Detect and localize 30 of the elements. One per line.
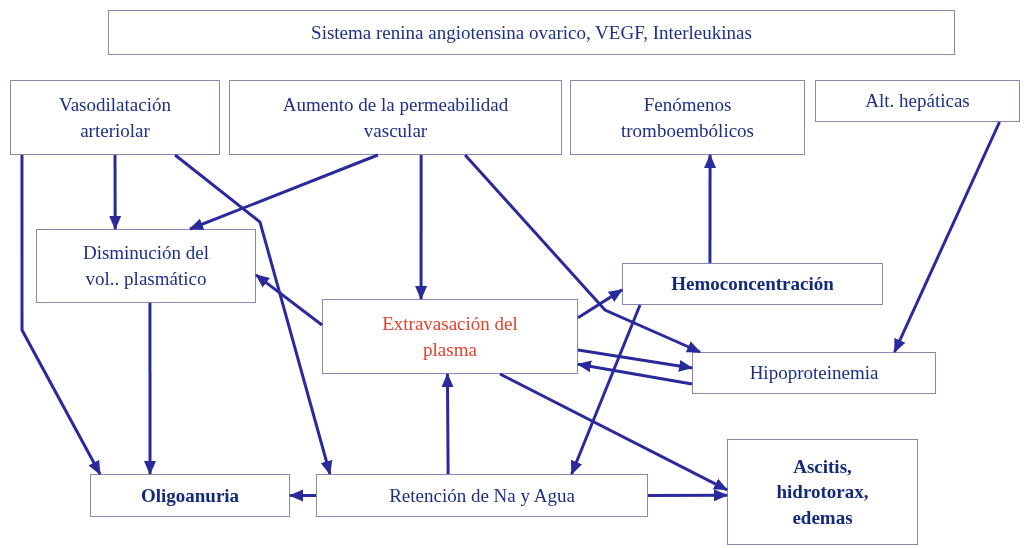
process-box: Oligoanuria [90,474,290,517]
arrow [415,155,428,300]
arrow [189,153,379,231]
process-box: Extravasación del plasma [322,299,578,374]
process-box: Hipoproteinemia [692,352,936,394]
arrow [648,489,728,502]
process-box: Hemoconcentración [622,263,883,305]
process-box: Vasodilatación arteriolar [10,80,220,155]
process-box: Alt. hepáticas [815,80,1020,122]
arrow [289,489,316,502]
arrow [20,155,102,475]
header-box: Sistema renina angiotensina ovarico, VEGF, Interleukinas [108,10,955,55]
arrow [893,121,1001,353]
arrow [577,288,623,319]
arrow [464,154,701,354]
process-box: Ascitis, hidrotorax, edemas [727,439,918,545]
arrow [109,155,122,230]
arrow [144,303,156,475]
arrow [255,273,323,327]
arrow [577,360,693,386]
arrow [577,348,693,372]
process-box: Fenómenos tromboembólicos [570,80,805,155]
arrow [174,153,333,475]
arrow [499,372,728,492]
process-box: Retención de Na y Agua [316,474,648,517]
arrow [570,304,642,475]
arrow [704,154,717,263]
process-box: Aumento de la permeabilidad vascular [229,80,562,155]
process-box: Disminución del vol.. plasmático [36,229,256,303]
arrow [441,373,454,474]
